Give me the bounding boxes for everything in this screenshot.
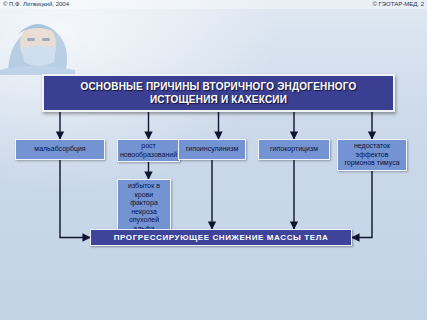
arrow-connector <box>371 112 372 139</box>
arrow-connector <box>211 160 212 229</box>
surgeon-picture <box>0 24 75 75</box>
box-text: гипокортицизм <box>270 145 318 154</box>
cause-box: мальабсорбция <box>15 139 105 160</box>
box-text: избыток в крови фактора некроза опухолей… <box>121 182 167 233</box>
cause-box: гипокортицизм <box>258 139 330 160</box>
result-box: ПРОГРЕССИРУЮЩЕЕ СНИЖЕНИЕ МАССЫ ТЕЛА <box>90 229 352 246</box>
arrow-connector <box>60 160 90 238</box>
title-box: ОСНОВНЫЕ ПРИЧИНЫ ВТОРИЧНОГО ЭНДОГЕННОГО … <box>42 74 395 112</box>
box-text: рост новообразований <box>120 142 177 159</box>
arrow-connector <box>218 112 219 139</box>
cause-box: гипоинсулинизм <box>178 139 246 160</box>
copyright-note: © П.Ф. Литвицкий, 2004 <box>3 1 69 7</box>
arrow-connector <box>352 171 372 238</box>
arrow-connector <box>293 112 294 139</box>
arrow-connector <box>293 160 294 229</box>
arrow-connector <box>148 162 149 179</box>
box-text: ПРОГРЕССИРУЮЩЕЕ СНИЖЕНИЕ МАССЫ ТЕЛА <box>114 233 329 243</box>
box-text: мальабсорбция <box>34 145 85 154</box>
cause-box: недостаток эффектов гормонов тимуса <box>337 139 407 171</box>
cause-box: рост новообразований <box>117 139 180 162</box>
copyright-note: © ГЭОТАР-МЕД, 2 <box>372 1 424 7</box>
box-text: ОСНОВНЫЕ ПРИЧИНЫ ВТОРИЧНОГО ЭНДОГЕННОГО … <box>47 80 390 106</box>
box-text: гипоинсулинизм <box>186 145 239 154</box>
mediator-box: избыток в крови фактора некроза опухолей… <box>117 179 171 236</box>
box-text: недостаток эффектов гормонов тимуса <box>341 142 403 168</box>
arrow-connector <box>59 112 60 139</box>
arrow-connector <box>148 112 149 139</box>
